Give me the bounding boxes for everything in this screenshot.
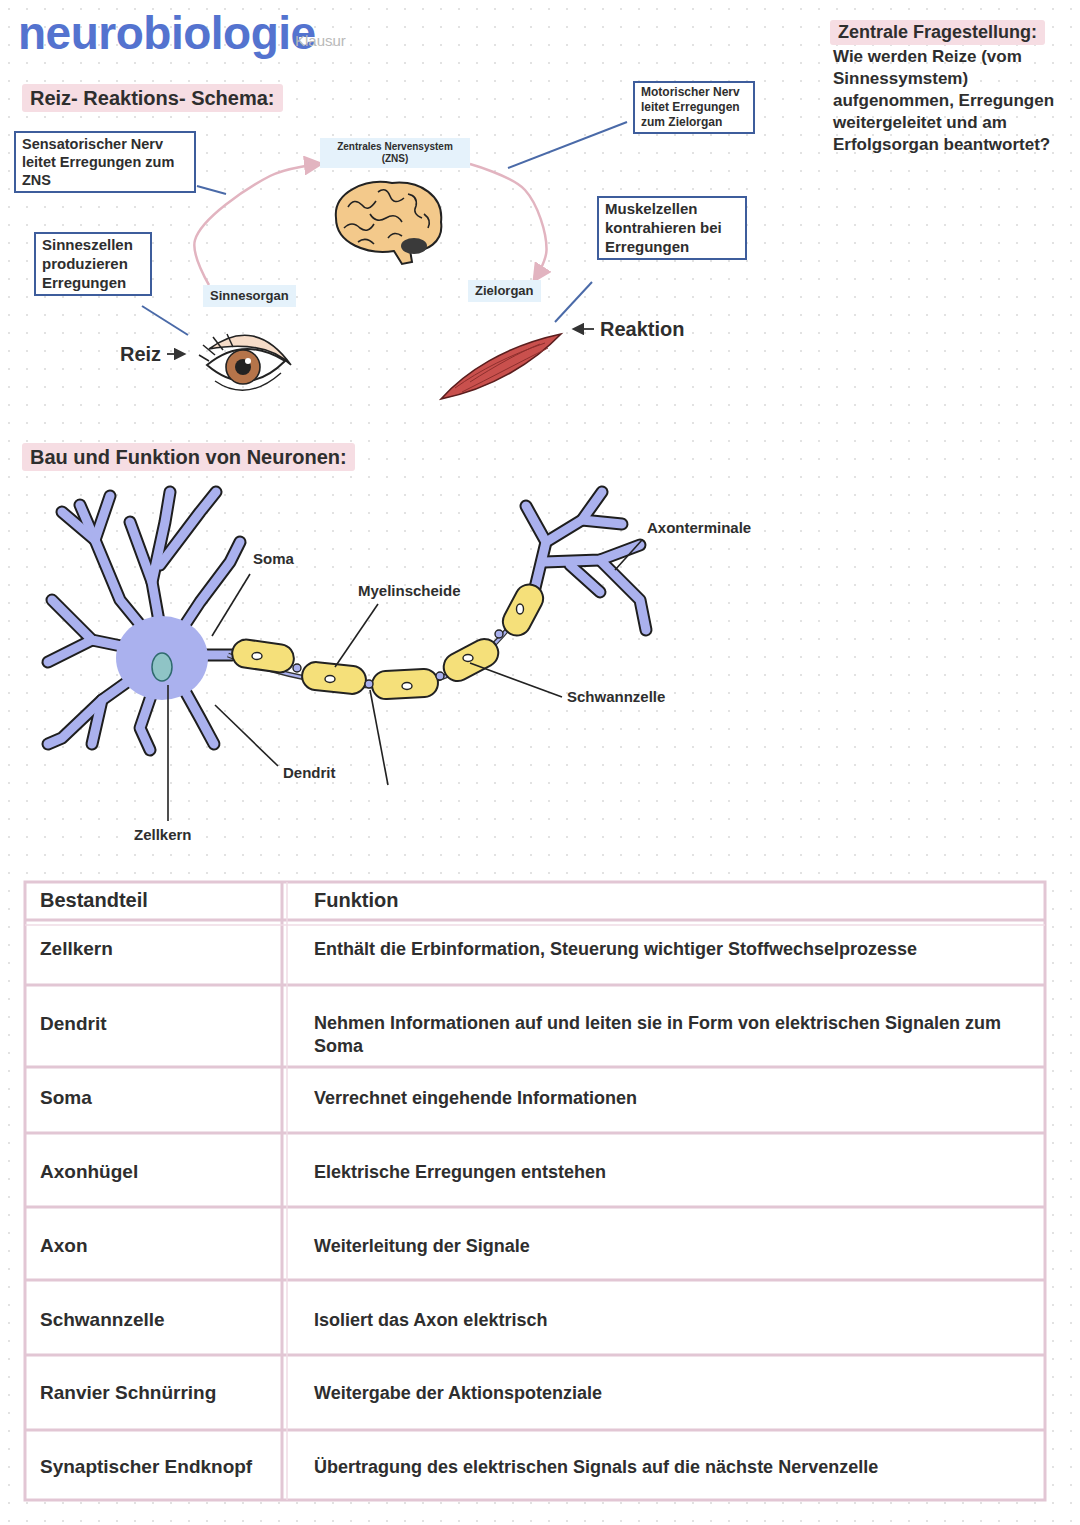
heading-band: Zentrale Fragestellung:	[830, 20, 1045, 45]
info-box: Sinneszellen produzieren Erregungen	[34, 232, 152, 296]
reaction-label: Reaktion	[600, 317, 684, 342]
page-title: neurobiologie	[18, 8, 316, 59]
neuron-leader-lines	[168, 540, 642, 821]
node-text: Sinneszellen produzieren Erregungen	[42, 236, 144, 292]
table-cell: Ranvier Schnürring	[40, 1381, 216, 1405]
info-box: Motorischer Nerv leitet Erregungen zum Z…	[633, 81, 755, 134]
flow-arrow	[194, 164, 320, 285]
organ-tag: Sinnesorgan	[203, 285, 296, 307]
node-text: Motorischer Nerv leitet Erregungen zum Z…	[641, 85, 747, 130]
neuron-drawing	[48, 492, 646, 750]
leader-lines	[142, 122, 627, 335]
table-cell: Nehmen Informationen auf und leiten sie …	[314, 1012, 1034, 1057]
table-cell: Weiterleitung der Signale	[314, 1235, 530, 1258]
table-header: Bestandteil	[40, 888, 148, 913]
part-label: Myelinscheide	[358, 582, 461, 601]
table-cell: Synaptischer Endknopf	[40, 1455, 252, 1479]
table-cell: Elektrische Erregungen entstehen	[314, 1161, 606, 1184]
table-header: Funktion	[314, 888, 398, 913]
table-cell: Axon	[40, 1234, 88, 1258]
node-text: Sensatorischer Nerv leitet Erregungen zu…	[22, 135, 188, 189]
muscle-drawing	[441, 334, 561, 399]
info-box: Sensatorischer Nerv leitet Erregungen zu…	[14, 131, 196, 193]
organ-tag: Zielorgan	[468, 280, 541, 302]
watermark-note: Klausur	[295, 32, 346, 51]
part-label: Soma	[253, 550, 294, 569]
node-text: Muskelzellen kontrahieren bei Erregungen	[605, 200, 739, 256]
node-text: Zentrales Nervensystem (ZNS)	[327, 141, 463, 165]
table-cell: Schwannzelle	[40, 1308, 165, 1332]
heading-band: Bau und Funktion von Neuronen:	[22, 443, 355, 471]
reaction-arrow	[574, 328, 594, 330]
table-cell: Zellkern	[40, 937, 113, 961]
table-cell: Soma	[40, 1086, 92, 1110]
table-grid	[25, 882, 1045, 1500]
node-text: Bau und Funktion von Neuronen:	[30, 444, 347, 470]
eye-drawing	[199, 334, 291, 390]
organ-tag: Zentrales Nervensystem (ZNS)	[320, 138, 470, 168]
table-cell: Verrechnet eingehende Informationen	[314, 1087, 637, 1110]
part-label: Zellkern	[134, 826, 192, 845]
stimulus-arrow	[167, 353, 184, 355]
node-text: Zielorgan	[475, 283, 534, 299]
brain-drawing	[336, 182, 442, 264]
table-cell: Axonhügel	[40, 1160, 138, 1184]
part-label: Axonterminale	[647, 519, 751, 538]
node-text: Zentrale Fragestellung:	[838, 21, 1037, 44]
question-text: Wie werden Reize (vom Sinnessymstem) auf…	[833, 46, 1065, 156]
part-label: Dendrit	[283, 764, 336, 783]
node-text: Reiz- Reaktions- Schema:	[30, 85, 275, 111]
table-cell: Isoliert das Axon elektrisch	[314, 1309, 547, 1332]
heading-band: Reiz- Reaktions- Schema:	[22, 84, 283, 112]
info-box: Muskelzellen kontrahieren bei Erregungen	[597, 196, 747, 260]
table-cell: Weitergabe der Aktionspotenziale	[314, 1382, 602, 1405]
table-cell: Enthält die Erbinformation, Steuerung wi…	[314, 938, 917, 961]
table-cell: Übertragung des elektrischen Signals auf…	[314, 1456, 878, 1479]
part-label: Schwannzelle	[567, 688, 665, 707]
stimulus-label: Reiz	[120, 342, 161, 367]
flow-arrow	[470, 164, 547, 280]
table-cell: Dendrit	[40, 1012, 107, 1036]
node-text: Sinnesorgan	[210, 288, 289, 304]
